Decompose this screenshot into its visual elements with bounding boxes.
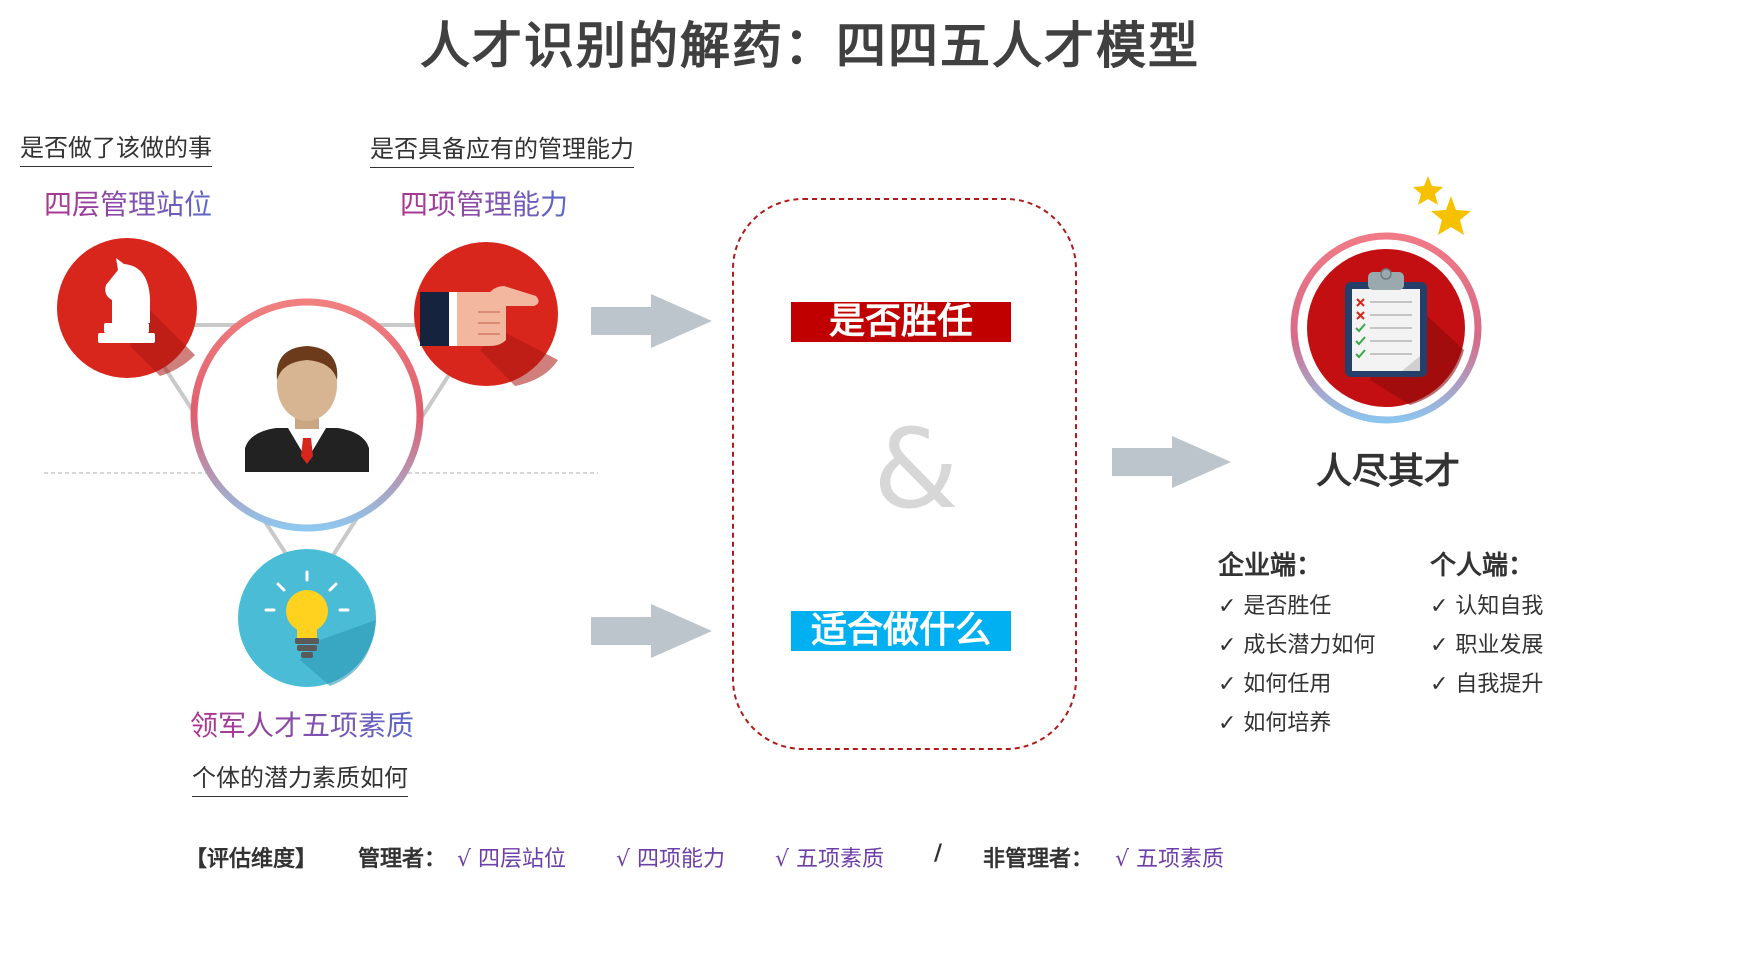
label-four-abilities: 四项管理能力 [400,183,568,223]
enterprise-title: 企业端： [1218,551,1323,581]
enterprise-item: ✓ 如何任用 [1218,672,1332,697]
label-four-level-position: 四层管理站位 [44,183,212,223]
ampersand-symbol: & [873,405,959,533]
personal-item: ✓ 自我提升 [1430,672,1544,697]
businessman-icon [190,298,424,532]
footer-manager-item: √ 四项能力 [616,847,726,872]
question-potential: 个体的潜力素质如何 [192,758,408,797]
result-title: 人尽其才 [1316,451,1461,492]
personal-item: ✓ 认知自我 [1430,594,1544,619]
dashed-box [732,198,1077,750]
question-ability: 是否具备应有的管理能力 [370,129,634,168]
badge-competent: 是否胜任 [791,302,1011,342]
page-title: 人才识别的解药：四四五人才模型 [420,17,1200,75]
footer-nonmanager-item: √ 五项素质 [1115,847,1225,872]
arrow-right-icon [1112,436,1231,488]
personal-title: 个人端： [1430,551,1535,581]
arrows [591,294,1231,658]
footer-manager-item: √ 五项素质 [775,847,885,872]
footer-label: 【评估维度】 [185,847,318,872]
pointing-hand-icon [414,242,558,386]
footer-manager-label: 管理者： [358,847,447,872]
personal-item: ✓ 职业发展 [1430,633,1544,658]
enterprise-item: ✓ 成长潜力如何 [1218,633,1376,658]
star-icon [1413,176,1471,235]
footer-separator: / [934,841,943,866]
arrow-right-icon [591,294,712,348]
lightbulb-icon [238,549,376,687]
badge-suitable: 适合做什么 [791,611,1011,651]
chess-knight-icon [57,238,197,378]
footer-manager-item: √ 四层站位 [457,847,567,872]
question-duty: 是否做了该做的事 [20,128,212,167]
footer-nonmanager-label: 非管理者： [983,847,1094,872]
checklist-clipboard-icon [1290,232,1482,424]
enterprise-item: ✓ 是否胜任 [1218,594,1332,619]
enterprise-item: ✓ 如何培养 [1218,711,1332,736]
label-five-qualities: 领军人才五项素质 [190,704,414,744]
arrow-right-icon [591,604,712,658]
